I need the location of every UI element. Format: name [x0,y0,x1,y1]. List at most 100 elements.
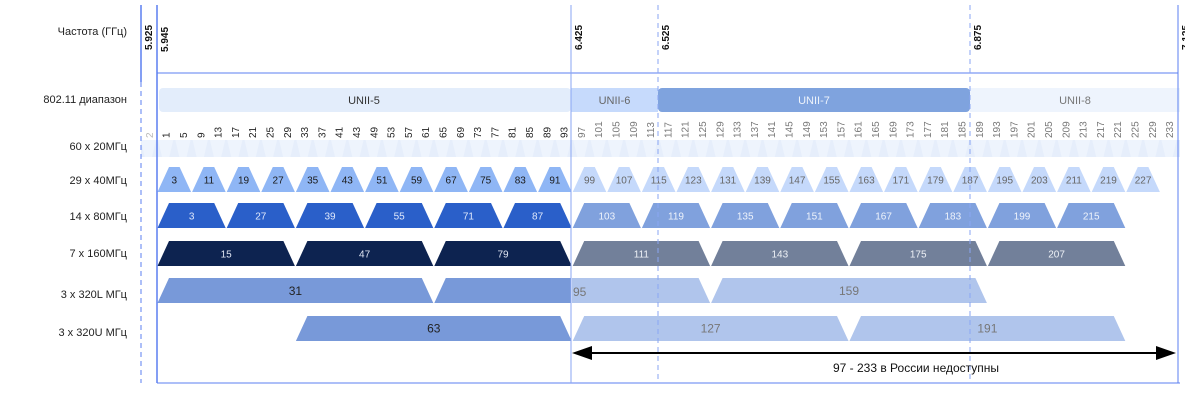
320u-channel-label: 191 [977,322,997,336]
160mhz-channel [434,241,572,266]
40mhz-channel [434,167,468,192]
320u-channel [572,316,849,341]
channel-number: 137 [750,121,761,138]
160mhz-channel-label: 207 [1048,250,1065,261]
160mhz-channel [987,241,1126,266]
40mhz-channel [849,167,884,192]
channel-number: 145 [784,121,795,138]
channel-number: 201 [1027,121,1038,138]
channel-number: 141 [767,121,778,138]
channel-number: 213 [1079,121,1090,138]
80mhz-channel [849,203,918,228]
20mhz-channel [555,140,572,157]
80mhz-channel-label: 103 [598,212,615,223]
40mhz-channel [295,167,330,192]
20mhz-channel [140,140,156,157]
40mhz-channel-label: 115 [651,176,667,187]
40mhz-channel [814,167,849,192]
40mhz-channel [192,167,226,192]
80mhz-channel [365,203,434,228]
40mhz-channel [1091,167,1126,192]
40mhz-channel-label: 27 [273,176,285,187]
channel-number: 29 [283,126,294,138]
80mhz-channel [295,203,365,228]
channel-number: 77 [490,126,501,138]
20mhz-channel [677,140,693,157]
40mhz-channel [226,167,261,192]
40mhz-channel-label: 155 [823,176,840,187]
20mhz-channel [296,140,312,157]
band-label: UNII-6 [599,95,631,107]
channel-number: 193 [992,121,1003,138]
channel-number: 69 [456,126,467,138]
band-unii-7 [658,88,970,112]
80mhz-channel [434,203,503,228]
channel-number: 2 [145,132,156,138]
160mhz-channel [295,241,434,266]
320l-channel [157,278,434,303]
40mhz-channel-label: 59 [411,176,423,187]
20mhz-channel [815,140,831,157]
80mhz-channel [226,203,295,228]
channel-number: 105 [611,121,622,138]
40mhz-channel-label: 123 [685,176,702,187]
40mhz-channel [711,167,745,192]
80mhz-channel [987,203,1057,228]
channel-number: 25 [265,126,276,138]
20mhz-channel [763,140,779,157]
40mhz-channel-label: 3 [172,176,178,187]
frequency-label: 6.875 [973,25,984,50]
channel-number: 113 [646,122,657,138]
band-unii-5 [159,88,571,112]
channel-number: 33 [300,126,311,138]
20mhz-channel [365,140,381,157]
channel-number: 133 [733,121,744,138]
40mhz-channel-label: 147 [789,176,806,187]
channel-number: 53 [387,126,398,138]
row-label-80mhz: 14 x 80МГц [69,211,127,223]
20mhz-channel [711,140,727,157]
20mhz-channel [504,140,520,157]
channel-number: 43 [352,126,363,138]
20mhz-channel [521,140,537,157]
channel-number: 157 [836,121,847,138]
20mhz-channel [780,140,797,157]
channel-number: 5 [179,132,190,138]
40mhz-channel [399,167,434,192]
40mhz-channel-label: 75 [480,176,492,187]
40mhz-channel-label: 67 [446,176,458,187]
frequency-label: 5.925 [144,25,155,50]
160mhz-channel-label: 15 [221,250,233,261]
40mhz-channel-label: 171 [893,176,910,187]
20mhz-channel [988,140,1004,157]
channel-number: 73 [473,126,484,138]
40mhz-channel-label: 203 [1031,176,1048,187]
channel-number: 129 [715,121,726,138]
320u-channel [295,316,572,341]
channel-number: 165 [871,121,882,138]
160mhz-channel [157,241,295,266]
channel-number: 49 [369,126,380,138]
channel-number: 225 [1130,121,1141,138]
80mhz-channel-label: 199 [1014,212,1031,223]
320l-channel [434,278,571,303]
40mhz-channel [780,167,814,192]
80mhz-channel-label: 183 [944,212,961,223]
channel-number: 13 [214,126,225,138]
320u-channel-label: 63 [427,322,441,336]
frequency-label: 6.425 [574,25,585,50]
channel-number: 81 [508,126,519,138]
80mhz-channel-label: 167 [875,212,892,223]
channel-number: 181 [940,121,951,138]
channel-number: 65 [438,126,449,138]
40mhz-channel-label: 163 [858,176,875,187]
20mhz-channel [607,140,624,157]
20mhz-channel [538,140,554,157]
channel-number: 161 [854,121,865,138]
20mhz-channel [417,140,433,157]
80mhz-channel [503,203,572,228]
40mhz-channel-label: 43 [342,176,354,187]
20mhz-channel [227,140,243,157]
20mhz-channel [192,140,208,157]
20mhz-channel [1109,140,1125,157]
